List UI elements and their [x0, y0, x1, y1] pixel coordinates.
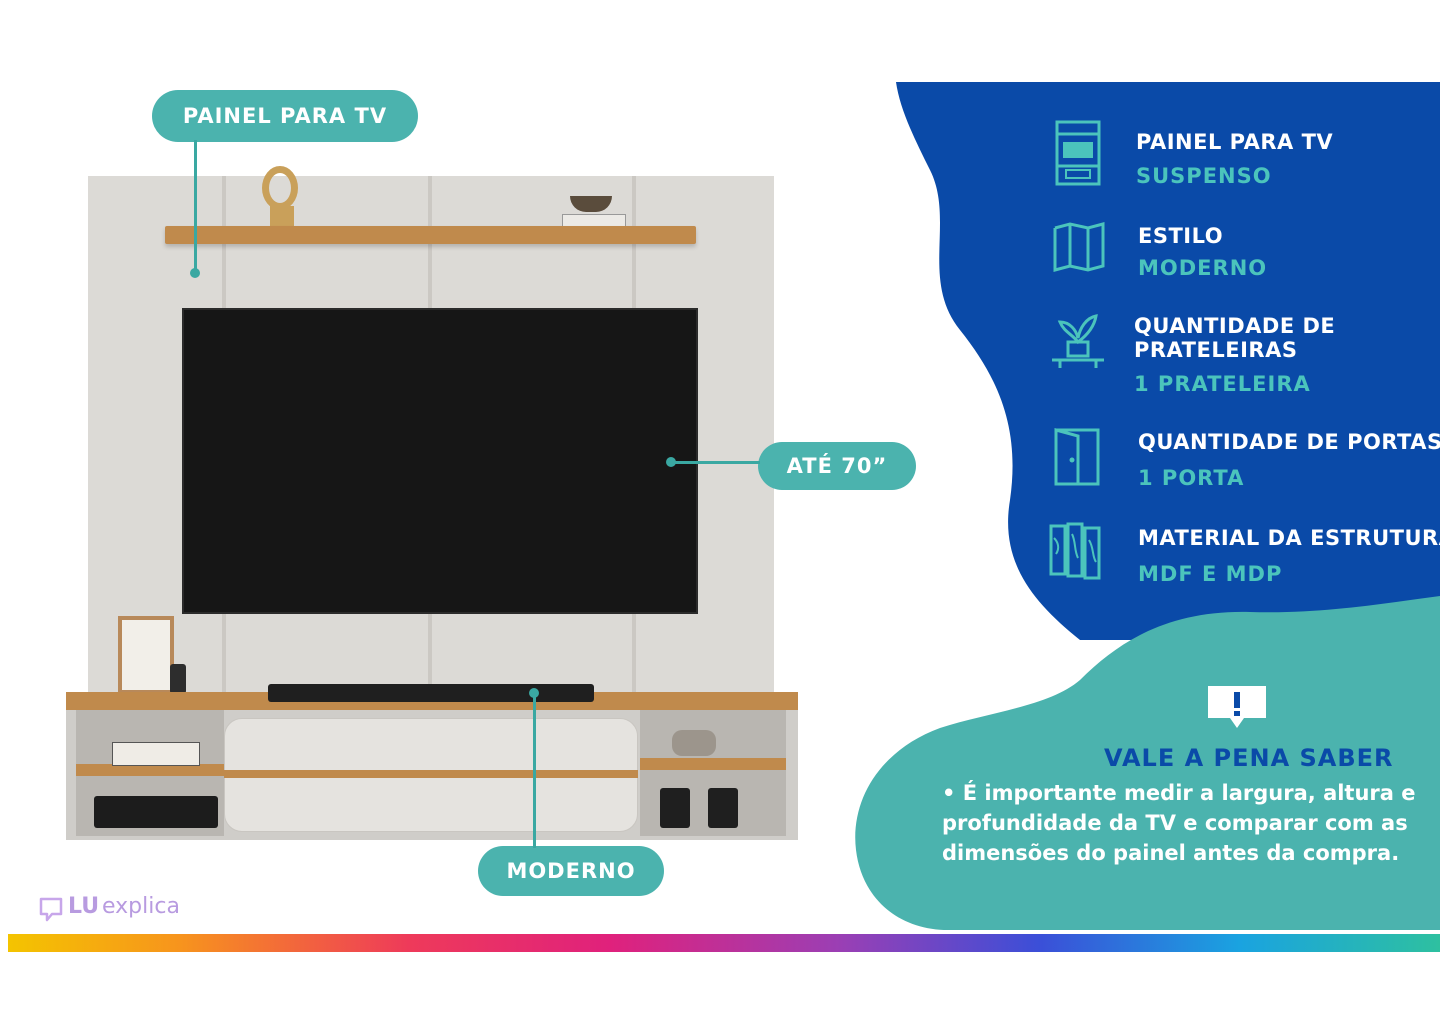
product-illustration: PAINEL PARA TV ATÉ 70” MODERNO: [66, 90, 916, 896]
callout-tv-size: ATÉ 70”: [758, 442, 916, 490]
rack-inner-shelf: [76, 764, 226, 776]
speaker-left: [660, 788, 690, 828]
feature-title: ESTILO: [1138, 224, 1224, 248]
feature-list: PAINEL PARA TV SUSPENSO ESTILO MODERNO Q…: [1040, 110, 1448, 600]
wood-panels-icon: [1049, 522, 1101, 580]
speaker-device: [672, 730, 716, 756]
callout-panel: PAINEL PARA TV: [152, 90, 418, 142]
callout-style: MODERNO: [478, 846, 664, 896]
decor-base: [270, 206, 294, 226]
bowl-decor: [570, 196, 612, 212]
teal-blob: [855, 596, 1440, 930]
feature-value: 1 PORTA: [1138, 466, 1245, 490]
speaker-right: [708, 788, 738, 828]
feature-value: 1 PRATELEIRA: [1134, 372, 1311, 396]
soundbar: [268, 684, 594, 702]
callout-leader: [672, 461, 760, 464]
brand-lu: LU: [68, 894, 100, 919]
tv-rack-icon: [1055, 120, 1101, 186]
feature-value: MODERNO: [1138, 256, 1268, 280]
door-wood-strip: [224, 770, 638, 778]
rainbow-bar: [8, 934, 1440, 952]
brand-explica: explica: [102, 894, 180, 919]
rack-inner-shelf: [640, 758, 786, 770]
feature-value: MDF E MDP: [1138, 562, 1283, 586]
tip-box: VALE A PENA SABER • É importante medir a…: [930, 680, 1430, 880]
game-console: [94, 796, 218, 828]
tip-line: • É importante medir a largura, altura e: [942, 781, 1416, 805]
callout-leader: [533, 694, 536, 848]
folding-screen-icon: [1053, 222, 1105, 272]
callout-dot: [529, 688, 539, 698]
tip-line: profundidade da TV e comparar com as: [942, 811, 1408, 835]
feature-title: QUANTIDADE DE PORTAS: [1138, 430, 1443, 454]
callout-dot: [190, 268, 200, 278]
feature-title: QUANTIDADE DE PRATELEIRAS: [1134, 314, 1336, 362]
plant-shelf-icon: [1052, 314, 1104, 368]
wall-shelf: [165, 226, 696, 244]
blue-blob: [896, 82, 1440, 640]
feature-title: MATERIAL DA ESTRUTURA: [1138, 526, 1448, 550]
television: [182, 308, 698, 614]
callout-leader: [194, 140, 197, 270]
books: [112, 742, 200, 766]
door-icon: [1054, 428, 1100, 486]
callout-dot: [666, 457, 676, 467]
chat-bubble-icon: [39, 897, 63, 922]
alert-icon: [1208, 686, 1266, 728]
tip-line: dimensões do painel antes da compra.: [942, 841, 1400, 865]
diffuser: [170, 664, 186, 694]
feature-title: PAINEL PARA TV: [1136, 130, 1334, 154]
tip-title: VALE A PENA SABER: [1104, 744, 1394, 772]
feature-value: SUSPENSO: [1136, 164, 1272, 188]
